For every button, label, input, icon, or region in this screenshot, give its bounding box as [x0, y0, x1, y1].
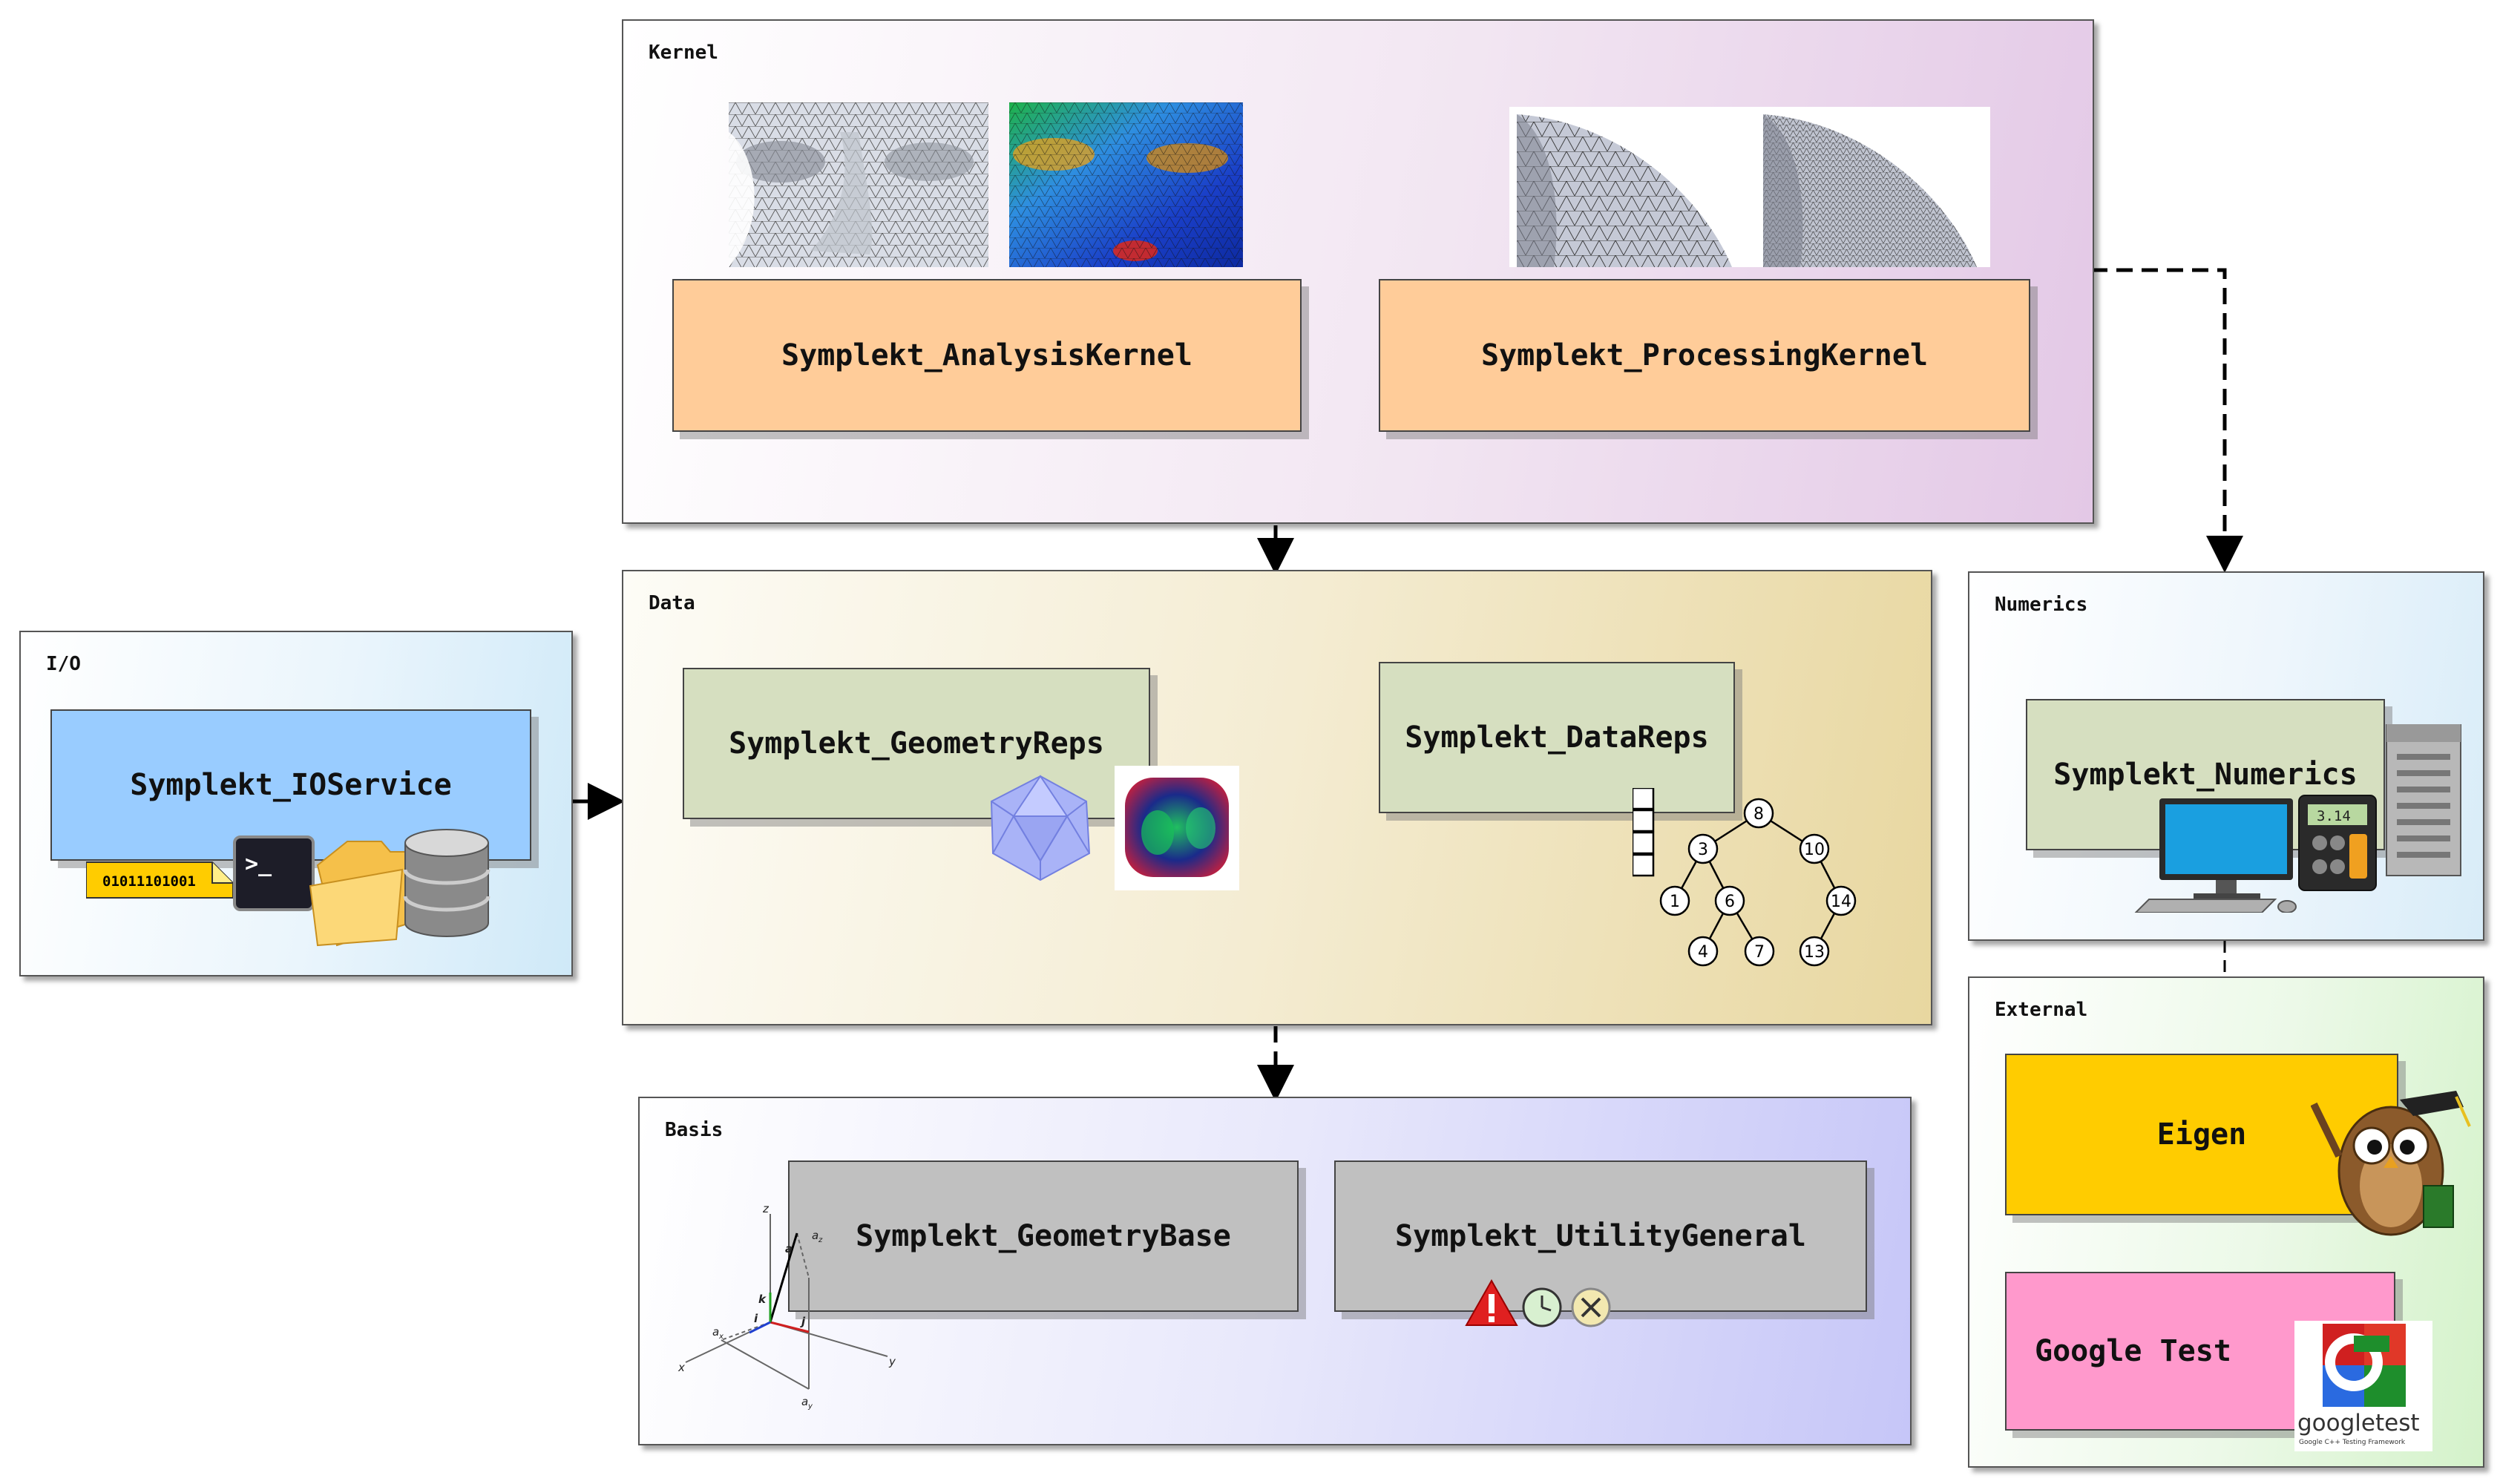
basis-group-label: Basis: [665, 1119, 724, 1141]
monitor-icon: [2159, 798, 2293, 899]
processing-kernel-module[interactable]: Symplekt_ProcessingKernel: [1379, 279, 2030, 432]
kernel-group: Kernel: [622, 19, 2094, 524]
database-icon: [403, 829, 491, 937]
calculator-icon: 3.14: [2298, 795, 2377, 891]
utility-status-icons: [1465, 1278, 1611, 1327]
numerics-group-label: Numerics: [1995, 594, 2088, 616]
tree-node-7: 7: [1754, 943, 1765, 962]
io-service-icons: 01011101001 >_: [86, 829, 491, 947]
tree-node-6: 6: [1725, 893, 1735, 911]
terminal-icon: >_: [233, 835, 315, 911]
axis-label-az-sub: z: [818, 1236, 823, 1244]
tree-node-3: 3: [1698, 841, 1708, 859]
kernel-group-label: Kernel: [649, 42, 718, 64]
axis-label-z: z: [762, 1202, 770, 1215]
icosahedron-icon: [990, 775, 1091, 881]
face-heatmap-image: [1009, 102, 1243, 267]
axis-label-k: k: [758, 1293, 767, 1306]
utility-general-module[interactable]: Symplekt_UtilityGeneral: [1334, 1160, 1867, 1312]
axis-label-ay-sub: y: [807, 1402, 813, 1410]
clock-icon: [1522, 1287, 1562, 1327]
terminal-prompt-text: >_: [245, 851, 272, 877]
googletest-logo-subtitle: Google C++ Testing Framework: [2299, 1439, 2406, 1446]
sphere-mesh-image: [1509, 107, 1990, 267]
tree-node-1: 1: [1670, 893, 1680, 911]
calculator-display-text: 3.14: [2317, 808, 2351, 824]
smooth-cube-icon: [1115, 766, 1239, 890]
axis-label-ay: a: [801, 1395, 808, 1408]
kernel-to-numerics-arrow: [2091, 268, 2243, 573]
owl-mascot-icon: [2311, 1091, 2471, 1236]
binary-tag-text: 01011101001: [102, 873, 196, 890]
tree-node-14: 14: [1831, 893, 1851, 911]
analysis-kernel-module[interactable]: Symplekt_AnalysisKernel: [672, 279, 1302, 432]
axis-label-az: a: [812, 1229, 818, 1242]
googletest-logo-text: googletest: [2297, 1410, 2420, 1437]
tree-node-8: 8: [1753, 805, 1764, 824]
data-group-label: Data: [649, 592, 695, 614]
server-tower-icon: [2386, 724, 2461, 876]
axis-label-i: i: [754, 1312, 758, 1325]
axis-label-j: j: [800, 1315, 806, 1328]
binary-file-icon: 01011101001: [86, 861, 234, 899]
geometry-base-module[interactable]: Symplekt_GeometryBase: [788, 1160, 1299, 1312]
workstation-icon: 3.14: [2134, 724, 2461, 913]
binary-tree-icon: 8 3 10 1 6 14 4 7 13: [1633, 788, 1857, 967]
axis-label-a: a: [785, 1242, 793, 1255]
axis-label-x: x: [678, 1361, 685, 1374]
basis-group: Basis Symplekt_GeometryBase Symplekt_Uti…: [638, 1097, 1912, 1445]
folder-icon: [309, 841, 406, 947]
numerics-group: Numerics Symplekt_Numerics 3.14: [1968, 571, 2484, 941]
tree-node-4: 4: [1698, 943, 1708, 962]
io-group-label: I/O: [46, 653, 81, 675]
external-group-label: External: [1995, 999, 2088, 1021]
io-group: I/O Symplekt_IOService 01011101001 >_: [19, 631, 573, 976]
axis-label-ax: a: [712, 1325, 719, 1339]
data-group: Data Symplekt_GeometryReps Symplekt_Data…: [622, 570, 1932, 1025]
tree-node-13: 13: [1804, 943, 1825, 962]
axis-label-y: y: [888, 1355, 896, 1368]
googletest-logo: googletest Google C++ Testing Framework: [2294, 1321, 2432, 1451]
keyboard-icon: [2134, 899, 2297, 913]
axis-label-ax-sub: x: [718, 1333, 724, 1341]
coordinate-axes-diagram: z x y a k i j a x a y a z: [678, 1202, 896, 1410]
face-mesh-image: [729, 102, 988, 267]
cancel-icon: [1571, 1287, 1611, 1327]
tree-node-10: 10: [1804, 841, 1825, 859]
external-group: External Eigen Google Test googletest Go…: [1968, 976, 2484, 1468]
data-reps-module[interactable]: Symplekt_DataReps: [1379, 662, 1735, 813]
warning-icon: [1465, 1278, 1518, 1326]
